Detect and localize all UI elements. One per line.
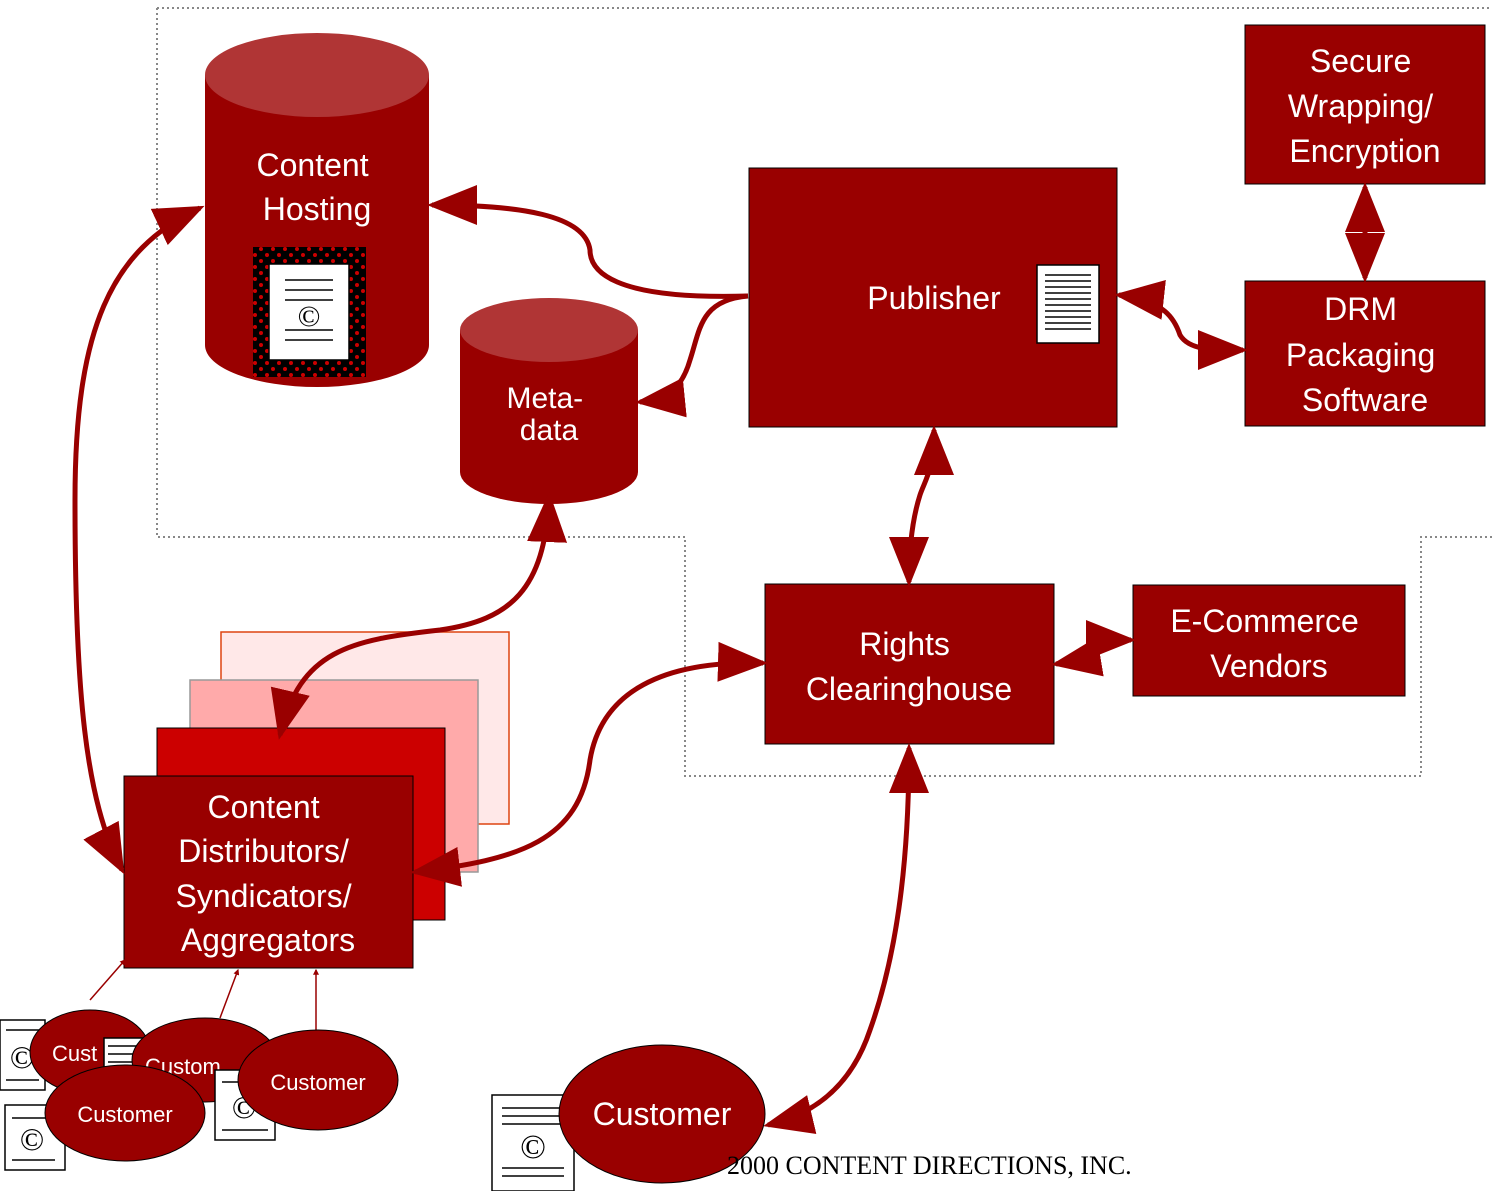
arrow-customer1-distributors	[89, 959, 126, 1001]
secure-wrapping-line1: Secure	[1310, 43, 1411, 79]
drm-line1: DRM	[1324, 291, 1397, 327]
publisher-label: Publisher	[867, 280, 1001, 316]
arrow-metadata-distributors	[270, 492, 568, 740]
secure-wrapping-line3: Encryption	[1289, 133, 1440, 169]
content-hosting-label-line2: Hosting	[263, 191, 372, 227]
svg-text:DRM Packaging Soft: DRM Packaging Software	[1286, 291, 1444, 418]
svg-text:Rights Clearinghouse: Rights Clearinghouse	[806, 626, 1012, 707]
customer-oval-main	[558, 1044, 766, 1184]
secure-wrapping-node: Secure Wrapping/ Encryption	[1244, 24, 1486, 185]
publisher-node: Publisher	[748, 167, 1118, 428]
customer-oval-4	[237, 1029, 399, 1131]
rights-clearinghouse-node: Rights Clearinghouse	[764, 583, 1055, 745]
drm-packaging-node: DRM Packaging Software	[1244, 280, 1486, 427]
ecommerce-line2: Vendors	[1210, 648, 1327, 684]
ecommerce-vendors-node: E-Commerce Vendors	[1132, 584, 1406, 697]
customer-oval-1-label: Cust	[52, 1041, 97, 1066]
arrow-publisher-rights	[889, 425, 954, 587]
arrow-publisher-drm	[1114, 279, 1248, 371]
distributors-line2: Distributors/	[178, 833, 349, 869]
arrow-publisher-to-metadata	[635, 293, 749, 418]
drm-line3: Software	[1302, 382, 1428, 418]
svg-text:E-Commerce Vendors: E-Commerce Vendors	[1170, 603, 1367, 684]
customer-oval-3	[44, 1064, 206, 1162]
arrow-hosting-distributors	[72, 205, 205, 875]
arrow-rights-customer	[763, 743, 929, 1135]
customer-oval-3-label: Customer	[77, 1102, 172, 1127]
rights-line1: Rights	[859, 626, 950, 662]
metadata-label-line1: Meta-	[506, 382, 583, 415]
arrow-customer2-distributors	[219, 968, 240, 1019]
svg-text:Content Hosting: Content Hosting	[257, 147, 378, 227]
copyright-icon: ©	[20, 1121, 44, 1157]
copyright-icon: ©	[298, 300, 321, 333]
customer-oval-4-label: Customer	[270, 1070, 365, 1095]
arrow-publisher-to-hosting	[427, 185, 749, 299]
customer-cluster: © Cust Custom © Customer © Customer	[0, 1009, 399, 1171]
distributors-line3: Syndicators/	[176, 878, 352, 914]
svg-text:Meta- data: Meta- data	[506, 382, 591, 447]
secured-document-icon	[268, 263, 350, 361]
ecommerce-line1: E-Commerce	[1170, 603, 1358, 639]
customer-main-label: Customer	[593, 1096, 732, 1132]
svg-text:Content Distributors/: Content Distributors/ Syndicators/ Aggre…	[176, 789, 361, 958]
distributors-line4: Aggregators	[181, 922, 355, 958]
copyright-icon: ©	[520, 1129, 546, 1166]
svg-text:Secure Wrapping/ E: Secure Wrapping/ Encryption	[1288, 43, 1442, 169]
distributors-line1: Content	[208, 789, 320, 825]
arrow-rights-ecommerce	[1051, 620, 1136, 677]
copyright-footer: 2000 CONTENT DIRECTIONS, INC.	[727, 1151, 1132, 1180]
distributors-stack: Content Distributors/ Syndicators/ Aggre…	[123, 631, 510, 969]
arrow-rights-distributors	[410, 641, 768, 887]
content-hosting-label-line1: Content	[257, 147, 369, 183]
main-customer: © Customer	[491, 1044, 766, 1191]
content-hosting-database: Content Hosting ©	[205, 33, 429, 387]
metadata-label-line2: data	[520, 414, 579, 447]
secure-wrapping-line2: Wrapping/	[1288, 88, 1433, 124]
drm-line2: Packaging	[1286, 337, 1435, 373]
metadata-database: Meta- data	[460, 298, 638, 504]
document-icon	[1036, 264, 1100, 344]
rights-line2: Clearinghouse	[806, 671, 1012, 707]
